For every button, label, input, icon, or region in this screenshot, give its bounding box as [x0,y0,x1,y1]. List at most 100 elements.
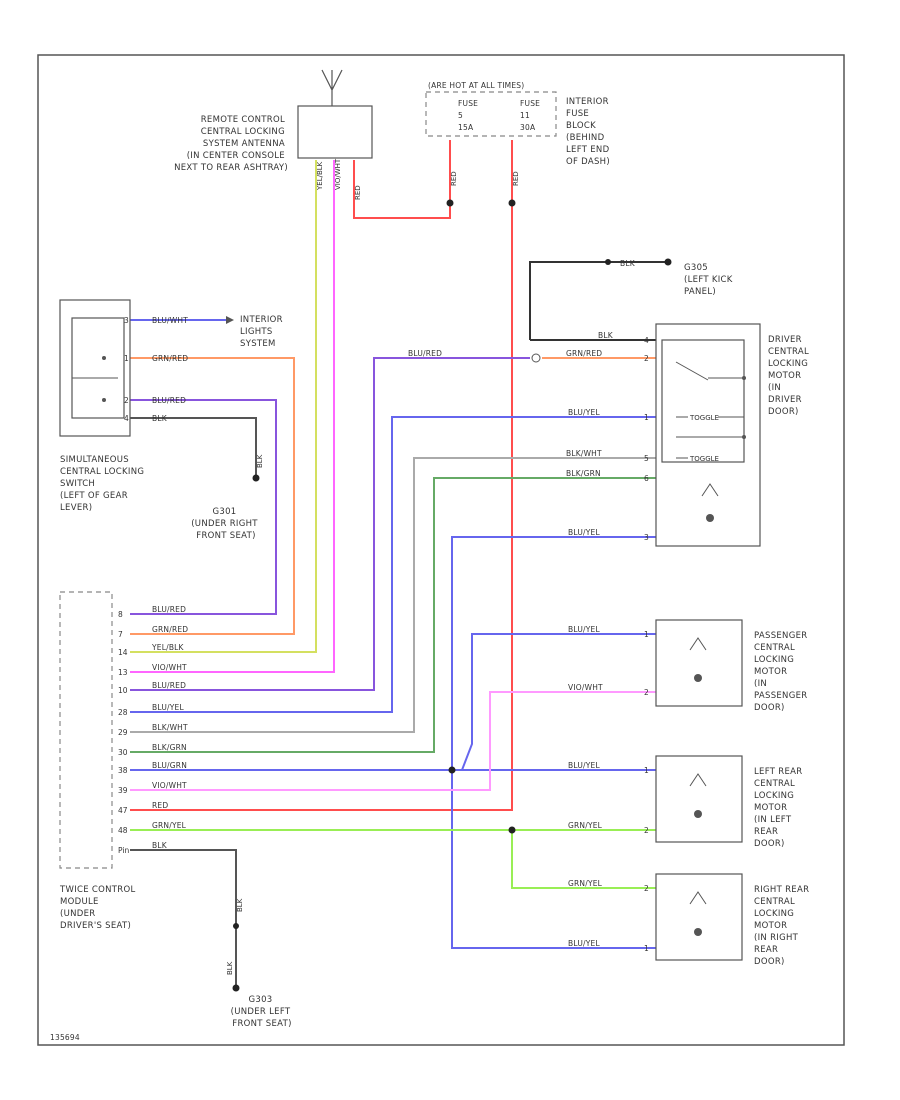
motor-icon [706,514,714,522]
diagram-code: 135694 [50,1033,80,1042]
fuse-amps: 15A [458,123,474,132]
wire-yel-blk [130,160,317,653]
motor-arrow-icon [689,773,707,787]
module-pin-number: 47 [118,806,128,815]
antenna-component: REMOTE CONTROL CENTRAL LOCKING SYSTEM AN… [174,69,373,200]
pin-number: 2 [124,396,129,405]
wire-blu-yel-driver [130,416,656,713]
wire-label: VIO/WHT [334,158,342,190]
motor-icon [694,928,702,936]
splice-dot [252,474,260,482]
wire-label: BLU/YEL [568,761,600,770]
module-wire-label: GRN/RED [152,625,188,634]
switch-contact [102,398,106,402]
wire-label: BLK/GRN [566,469,601,478]
module-wire-label: BLK/GRN [152,743,187,752]
wire-vio-wht-passenger [130,691,656,791]
wire-label: YEL/BLK [316,161,324,191]
wire-grn-yel [130,829,656,889]
left-rear-motor-box [655,755,743,843]
right-rear-motor-box [655,873,743,961]
motor-arrow-icon [689,891,707,905]
pin-number: 1 [644,944,649,953]
pin-number: 2 [644,688,649,697]
module-wire-label: BLK/WHT [152,723,188,732]
wire-label: BLU/RED [408,349,442,358]
driver-motor-box [655,323,761,547]
ground-dot [232,984,240,992]
module-pin-number: 29 [118,728,128,737]
motor-icon [694,810,702,818]
switch-label: TOGGLE [689,414,719,422]
motor-arrow-icon [701,483,719,497]
module-pin-number: 30 [118,748,128,757]
driver-motor-inner [661,339,745,463]
passenger-motor-box [655,619,743,707]
right-rear-motor-label: RIGHT REAR CENTRAL LOCKING MOTOR (IN RIG… [754,885,812,967]
pin-number: 2 [644,884,649,893]
splice-dot [448,766,456,774]
pin-number: 4 [124,414,129,423]
splice-dot [233,923,239,929]
splice-dot [508,826,516,834]
wire-label: BLK [226,961,234,975]
arrow-icon [226,316,234,324]
wire-label: BLK/WHT [566,449,602,458]
connector-dot [531,353,541,363]
passenger-motor-label: PASSENGER CENTRAL LOCKING MOTOR (IN PASS… [754,631,811,713]
ground-dot [664,258,672,266]
fuse-block-outline [425,91,557,137]
switch-contact [742,435,746,439]
pin-number: 6 [644,474,649,483]
wire-grn-red-switch [130,357,295,635]
left-rear-locking-motor: 1 2 BLU/YEL GRN/YEL LEFT REAR CENTRAL LO… [568,755,802,849]
wire-label: RED [450,171,458,186]
module-wire-label: GRN/YEL [152,821,187,830]
pin-number: 1 [124,354,129,363]
module-wire-label: BLK [152,841,168,850]
fuse-name: FUSE [520,99,540,108]
motor-icon [694,674,702,682]
pin-number: 1 [644,630,649,639]
wire-label: BLU/WHT [152,316,188,325]
wire-label: RED [354,185,362,200]
pin-number: 3 [124,316,129,325]
module-wire-label: BLU/RED [152,681,186,690]
module-pin-number: 7 [118,630,123,639]
module-wire-label: BLU/YEL [152,703,184,712]
switch-contact [742,376,746,380]
diagram-frame [37,54,845,1046]
wire-label: BLK [620,259,636,268]
pin-number: 1 [644,413,649,422]
interior-lights-label: INTERIOR LIGHTS SYSTEM [240,315,286,349]
module-pin-number: 13 [118,668,128,677]
pin-number: 2 [644,826,649,835]
control-module: 8BLU/RED7GRN/RED14YEL/BLK13VIO/WHT10BLU/… [59,591,188,931]
antenna-box [297,105,373,159]
wire-blu-red-driver [130,357,530,691]
pin-number: 3 [644,533,649,542]
pin-number: 5 [644,454,649,463]
module-outline [59,591,113,869]
wire-label: BLU/YEL [568,939,600,948]
module-pin-number: 39 [118,786,128,795]
switch-label: SIMULTANEOUS CENTRAL LOCKING SWITCH (LEF… [60,455,147,513]
wire-blu-yel-passenger [461,633,656,771]
wire-label: VIO/WHT [568,683,603,692]
wire-label: BLU/RED [152,396,186,405]
wire-label: BLU/YEL [568,528,600,537]
pin-number: 4 [644,336,649,345]
module-wire-label: BLU/RED [152,605,186,614]
wire-label: GRN/YEL [568,879,603,888]
motor-arrow-icon [689,637,707,651]
wire-label: GRN/RED [566,349,602,358]
antenna-label: REMOTE CONTROL CENTRAL LOCKING SYSTEM AN… [174,115,288,173]
splice-dot [605,259,611,265]
module-wire-label: YEL/BLK [151,643,185,652]
right-rear-locking-motor: 2 1 GRN/YEL BLU/YEL RIGHT REAR CENTRAL L… [568,873,812,967]
module-pin-number: 48 [118,826,128,835]
module-wire-label: RED [152,801,168,810]
wire-label: RED [512,171,520,186]
g305-label: G305 (LEFT KICK PANEL) [684,263,736,297]
